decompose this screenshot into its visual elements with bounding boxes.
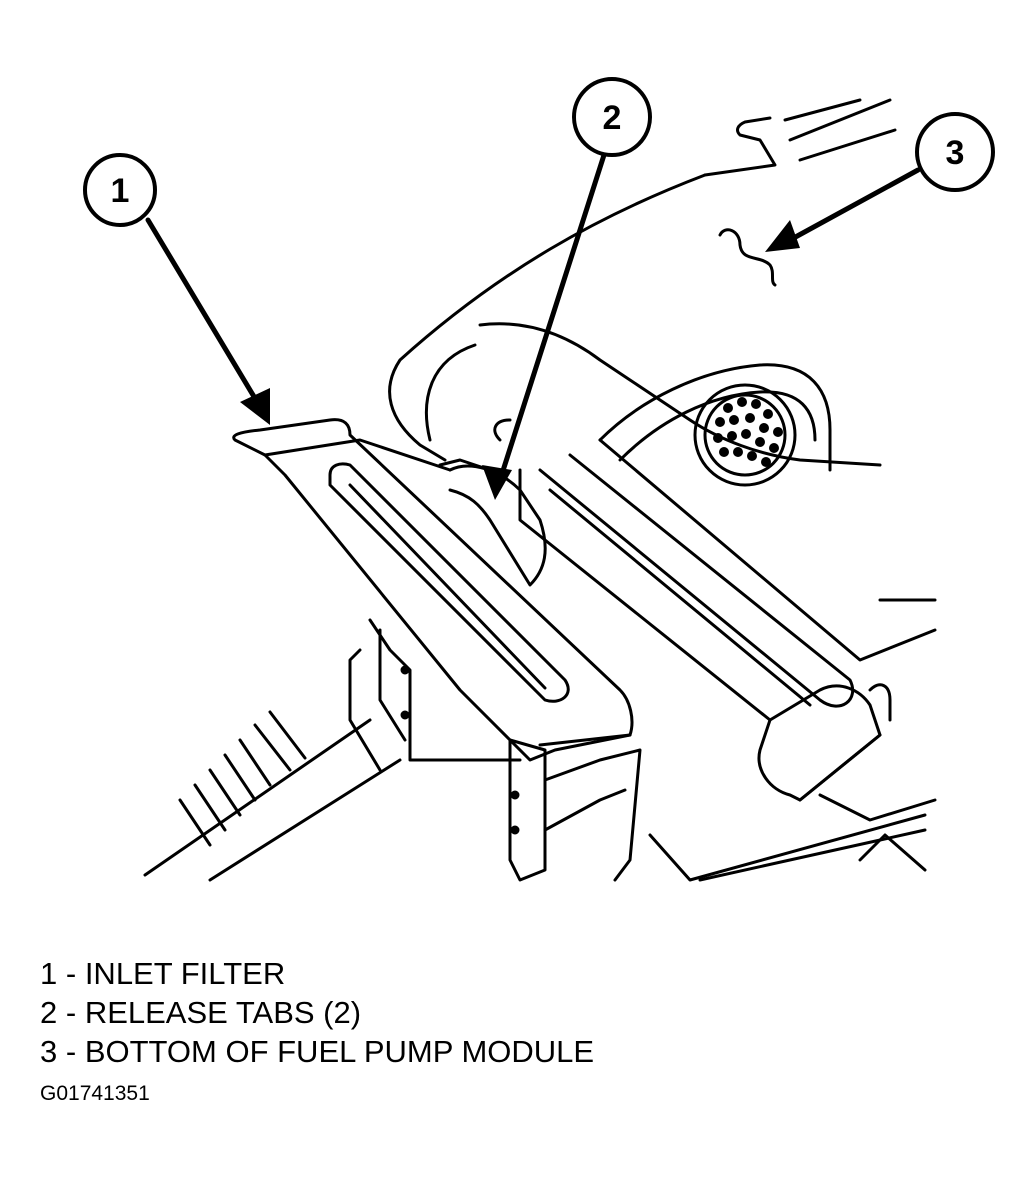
legend-item: 1 - INLET FILTER <box>40 956 286 991</box>
fuel-pump-module-illustration: 1 2 3 <box>83 77 995 882</box>
callout-1: 1 <box>83 153 157 227</box>
callout-3-arrowhead <box>765 220 800 252</box>
mounting-rail <box>538 453 855 708</box>
callout-2: 2 <box>572 77 652 157</box>
svg-text:2: 2 <box>603 99 622 137</box>
fuel-hose <box>143 718 402 882</box>
callout-1-leader <box>145 217 265 413</box>
filter-bracket <box>368 618 522 762</box>
outlet-ring <box>598 363 832 472</box>
module-housing-top-edge <box>703 116 777 177</box>
callout-2-leader <box>497 152 607 483</box>
module-housing-outline <box>388 173 707 462</box>
module-bottom-mark <box>718 228 777 287</box>
callout-3-leader <box>787 167 921 243</box>
figure-id: G01741351 <box>40 1082 150 1105</box>
connector-pins <box>713 397 783 467</box>
legend-item: 3 - BOTTOM OF FUEL PUMP MODULE <box>40 1034 595 1069</box>
callout-1-arrowhead <box>240 388 270 425</box>
svg-text:3: 3 <box>946 134 965 172</box>
svg-text:1: 1 <box>111 172 130 210</box>
legend: 1 - INLET FILTER 2 - RELEASE TABS (2) 3 … <box>40 954 594 1071</box>
legend-item: 2 - RELEASE TABS (2) <box>40 995 362 1030</box>
callout-3: 3 <box>915 112 995 192</box>
module-inner-ledge <box>478 322 882 467</box>
callout-2-arrowhead <box>482 465 512 500</box>
module-top-lines <box>783 98 897 162</box>
inlet-filter-slot <box>328 462 570 703</box>
